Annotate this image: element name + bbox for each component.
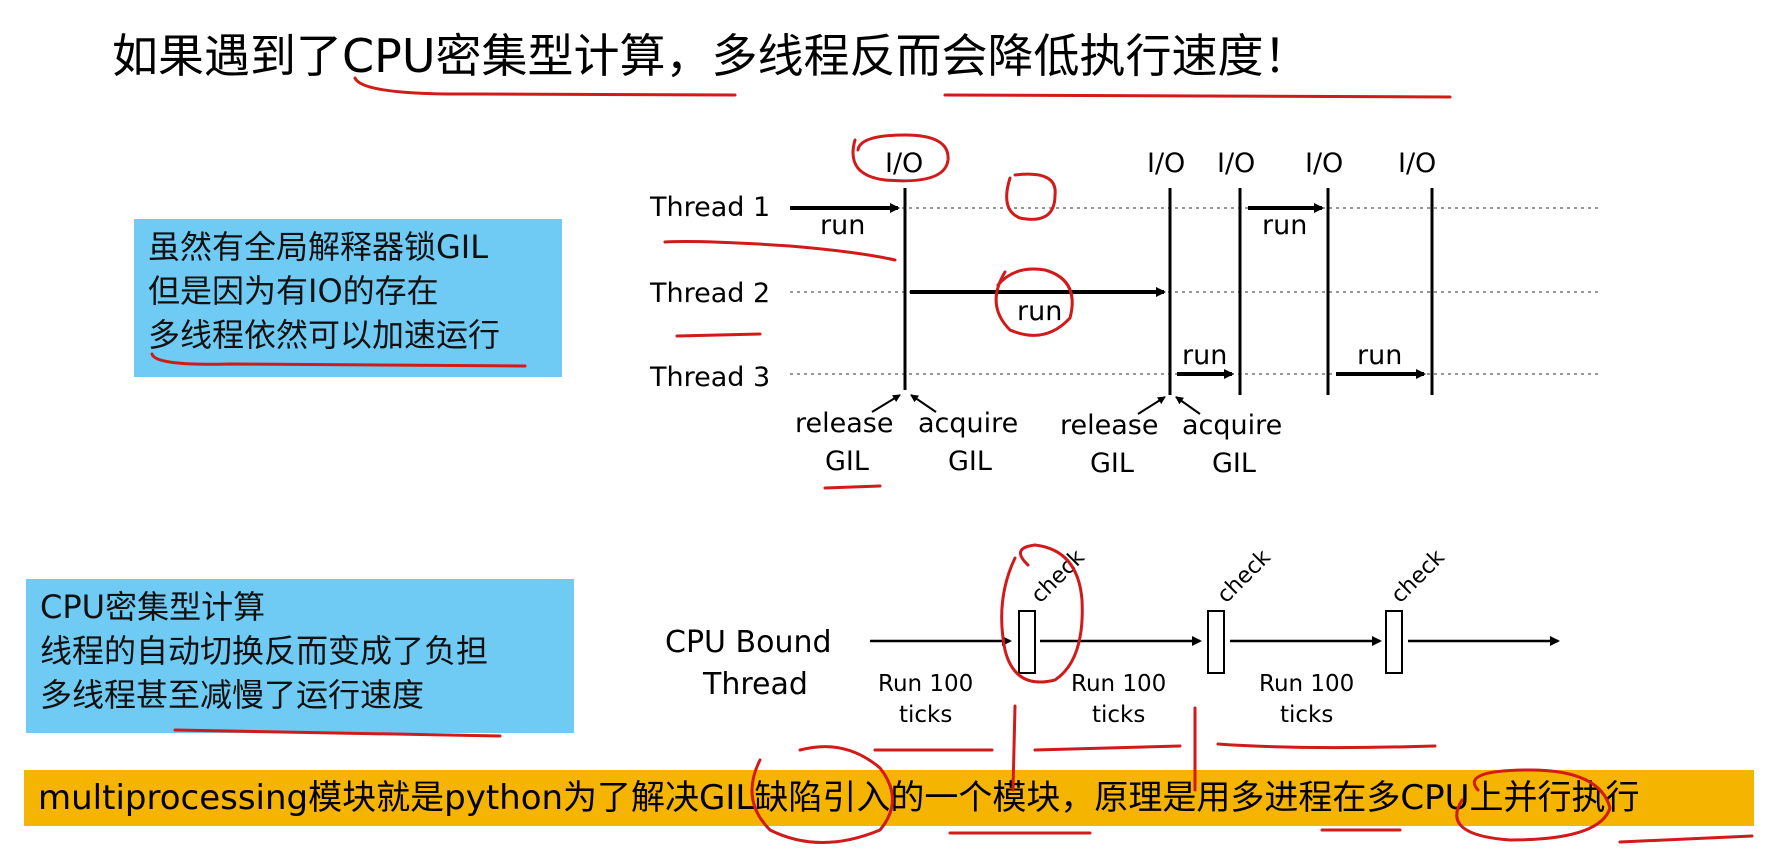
check-circle — [1000, 543, 1084, 684]
page-title: 如果遇到了CPU密集型计算，多线程反而会降低执行速度！ — [112, 29, 1310, 83]
ticks-label-1b: ticks — [899, 702, 952, 728]
thread-2-label: Thread 2 — [649, 278, 770, 309]
check-label-2: check — [1213, 545, 1276, 608]
acquire-label-1a: acquire — [918, 408, 1018, 439]
io-label-1: I/O — [885, 148, 923, 179]
cpu-bound-label-1: CPU Bound — [665, 625, 832, 660]
cpu-note-line-1: CPU密集型计算 — [40, 588, 266, 626]
ticks-label-1a: Run 100 — [878, 671, 973, 697]
red-annotations — [150, 76, 1754, 844]
vertical-mark-1 — [1011, 704, 1017, 792]
run-label-t2: run — [1017, 296, 1062, 327]
io-note-line-3: 多线程依然可以加速运行 — [148, 316, 501, 354]
gap-circle — [1005, 172, 1057, 221]
banner-circle-2 — [1455, 768, 1612, 842]
run-circle — [994, 267, 1074, 337]
io-note-line-1: 虽然有全局解释器锁GIL — [148, 228, 489, 266]
io-note-box: 虽然有全局解释器锁GIL 但是因为有IO的存在 多线程依然可以加速运行 — [134, 219, 562, 377]
acquire-pointer-1 — [910, 394, 937, 413]
thread1-underline — [663, 240, 897, 262]
acquire-label-1b: GIL — [948, 446, 992, 477]
ticks-underline-3 — [1216, 742, 1437, 750]
run-label-t3b: run — [1357, 340, 1402, 371]
run-label-t3a: run — [1182, 340, 1227, 371]
ticks-label-2a: Run 100 — [1071, 671, 1166, 697]
acquire-pointer-2 — [1175, 396, 1201, 415]
ticks-label-2b: ticks — [1092, 702, 1145, 728]
run-label-t1b: run — [1262, 210, 1307, 241]
cpu-note-line-3: 多线程甚至减慢了运行速度 — [40, 676, 425, 714]
ticks-label-3b: ticks — [1280, 702, 1333, 728]
cpu-note-box: CPU密集型计算 线程的自动切换反而变成了负担 多线程甚至减慢了运行速度 — [26, 579, 574, 733]
io-circle — [851, 133, 950, 183]
acquire-label-2a: acquire — [1182, 410, 1282, 441]
release-pointer-2 — [1137, 396, 1166, 415]
cpu-note-line-2: 线程的自动切换反而变成了负担 — [40, 632, 489, 670]
cpu-bound-label-2: Thread — [702, 667, 808, 702]
release-label-2a: release — [1060, 410, 1158, 441]
thread-1-label: Thread 1 — [649, 192, 770, 223]
cpu-bound-diagram: CPU Bound Thread check check check Run 1… — [665, 545, 1560, 728]
title-underline-2 — [943, 93, 1452, 99]
check-box-3 — [1385, 610, 1403, 674]
banner-circle-1 — [750, 745, 894, 844]
io-label-3: I/O — [1217, 148, 1255, 179]
release-label-1b: GIL — [825, 446, 869, 477]
ticks-label-3a: Run 100 — [1259, 671, 1354, 697]
check-box-1 — [1018, 610, 1036, 674]
banner-underline-3 — [1618, 834, 1754, 844]
release-label-1a: release — [795, 408, 893, 439]
io-note-line-2: 但是因为有IO的存在 — [148, 272, 439, 310]
io-label-5: I/O — [1398, 148, 1436, 179]
release-pointer-1 — [871, 394, 901, 413]
release-label-2b: GIL — [1090, 448, 1134, 479]
io-label-4: I/O — [1305, 148, 1343, 179]
title-underline-1 — [353, 76, 737, 97]
release-underline — [823, 484, 882, 490]
check-box-2 — [1207, 610, 1225, 674]
run-label-t1a: run — [820, 210, 865, 241]
check-label-3: check — [1387, 545, 1450, 608]
gil-diagram: Thread 1 Thread 2 Thread 3 I/O I/O I/O I… — [649, 148, 1600, 479]
io-label-2: I/O — [1147, 148, 1185, 179]
note1-underline — [150, 352, 527, 368]
acquire-label-2b: GIL — [1212, 448, 1256, 479]
thread2-underline — [675, 332, 762, 338]
thread-3-label: Thread 3 — [649, 362, 770, 393]
ticks-underline-2 — [1033, 744, 1182, 752]
note2-underline — [173, 728, 502, 738]
